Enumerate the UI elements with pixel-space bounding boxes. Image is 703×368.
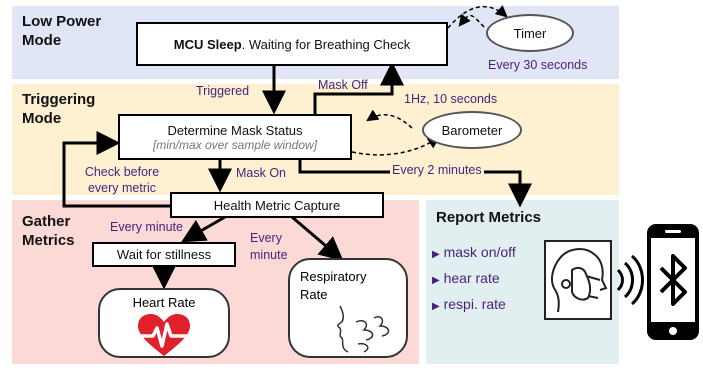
determine-title: Determine Mask Status [167,122,303,138]
report-item-label: respi. rate [443,296,506,312]
report-item: ▶ respi. rate [432,296,506,312]
health-metric-capture-label: Health Metric Capture [213,197,341,213]
triggered-label: Triggered [196,84,250,98]
health-metric-capture-box: Health Metric Capture [170,192,384,218]
mask-off-label: Mask Off [318,78,368,92]
every-minute-label-right: Every minute [250,231,288,262]
mask-on-label: Mask On [236,166,287,180]
determine-mask-status-box: Determine Mask Status [min/max over samp… [118,114,352,160]
face-mask-icon [544,240,612,320]
every-30-seconds-label: Every 30 seconds [488,58,588,72]
barometer-node: Barometer [422,111,522,149]
wait-for-stillness-label: Wait for stillness [116,247,212,262]
triangle-bullet-icon: ▶ [432,301,440,312]
mcu-sleep-bold: MCU Sleep [173,36,242,52]
barometer-label: Barometer [441,122,503,138]
report-item-label: hear rate [443,270,500,286]
low-power-mode-label: Low Power Mode [22,13,102,49]
triggering-mode-label: Triggering Mode [22,91,96,127]
every-2-minutes-label: Every 2 minutes [390,163,484,178]
heart-pulse-icon [138,314,190,356]
gather-metrics-label: Gather Metrics [22,213,75,249]
respiratory-rate-label: Respiratory Rate [300,269,367,302]
determine-subtitle: [min/max over sample window] [152,137,318,152]
timer-label: Timer [513,25,547,41]
mcu-sleep-text: . Waiting for Breathing Check [241,36,411,52]
heart-rate-label: Heart Rate [132,295,196,310]
report-item-label: mask on/off [443,244,516,260]
respiratory-rate-box: Respiratory Rate [288,258,408,358]
breathing-face-icon [337,305,390,353]
report-item: ▶ mask on/off [432,244,516,260]
mcu-sleep-box: MCU Sleep. Waiting for Breathing Check [136,22,448,66]
triangle-bullet-icon: ▶ [432,275,440,286]
wait-for-stillness-box: Wait for stillness [92,242,236,267]
heart-rate-box: Heart Rate [98,288,230,358]
report-metrics-label: Report Metrics [436,209,542,226]
every-minute-label-left: Every minute [110,220,183,234]
triangle-bullet-icon: ▶ [432,249,440,260]
check-before-every-metric-label: Check before every metric [84,165,160,195]
sampling-rate-label: 1Hz, 10 seconds [404,92,498,106]
report-item: ▶ hear rate [432,270,500,286]
timer-node: Timer [486,14,574,52]
wireless-signal-icon [616,254,644,306]
bluetooth-phone-icon [647,224,699,340]
